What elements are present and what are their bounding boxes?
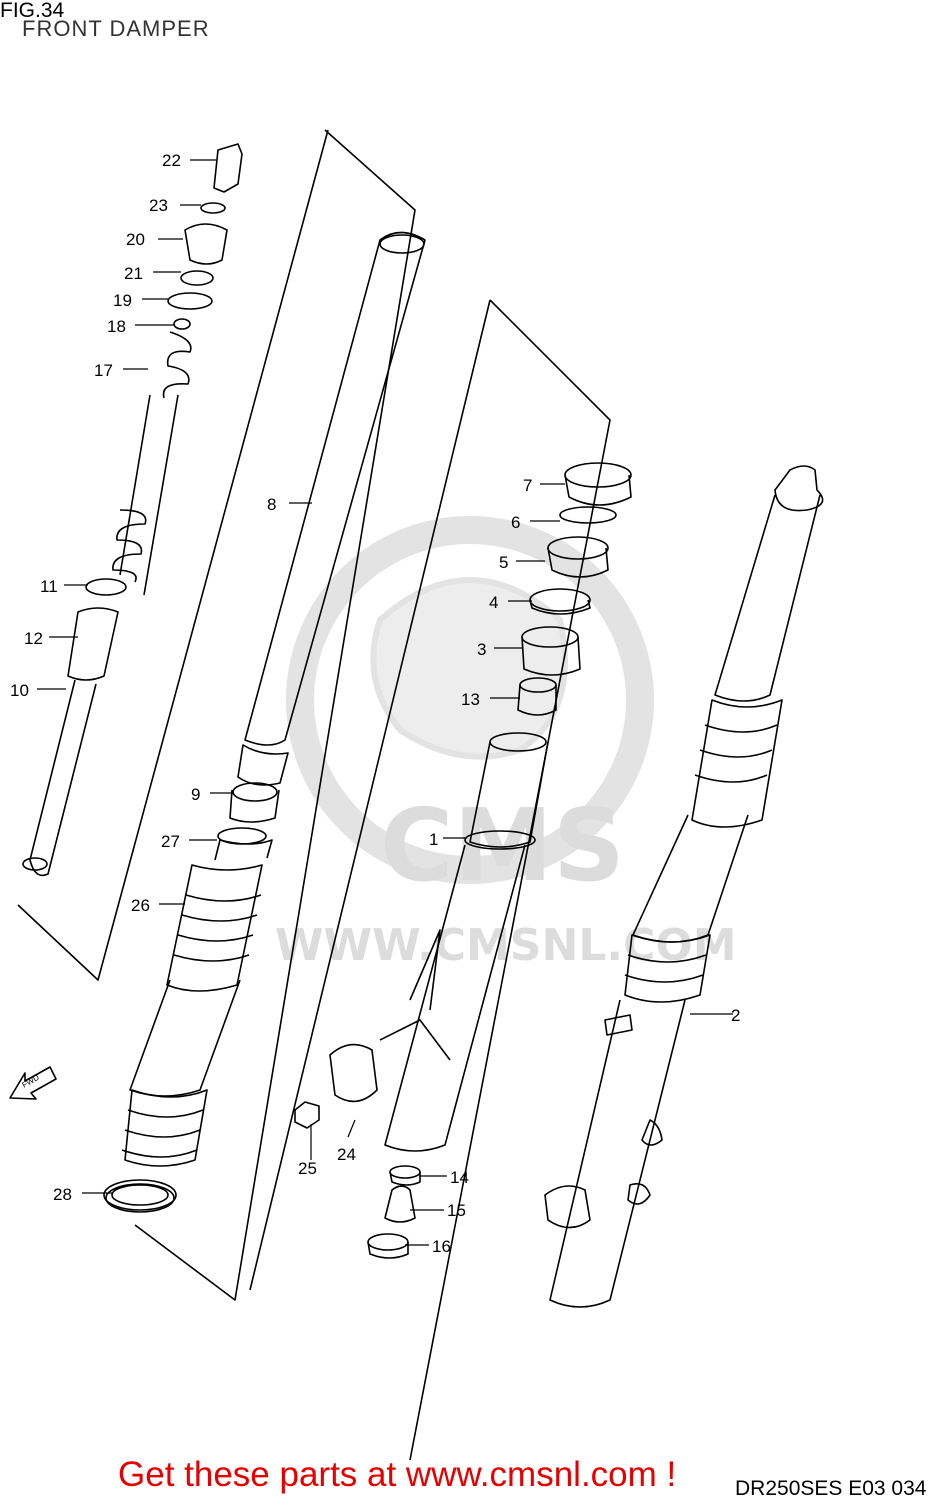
watermark-brand: CMS [380, 787, 625, 904]
figure-title: FRONT DAMPER [22, 16, 210, 41]
callout-20: 20 [126, 230, 145, 249]
callout-2: 2 [731, 1006, 740, 1025]
callout-27: 27 [161, 832, 180, 851]
callout-6: 6 [511, 513, 520, 532]
callout-5: 5 [499, 553, 508, 572]
callout-9: 9 [191, 785, 200, 804]
callout-3: 3 [477, 640, 486, 659]
callout-21: 21 [124, 264, 143, 283]
callout-15: 15 [447, 1201, 466, 1220]
callout-18: 18 [107, 317, 126, 336]
fwd-arrow-icon [9, 1066, 57, 1100]
callout-labels: 22 23 20 21 19 18 17 8 7 6 5 4 3 13 11 1… [10, 151, 740, 1256]
callout-26: 26 [131, 896, 150, 915]
frame-left [134, 129, 416, 1301]
callout-25: 25 [298, 1159, 317, 1178]
callout-17: 17 [94, 361, 113, 380]
frame-left-top [17, 129, 329, 981]
left-dust-boot [103, 864, 263, 1211]
seal-stack [517, 462, 632, 716]
small-parts [105, 1043, 421, 1259]
callout-14: 14 [450, 1168, 469, 1187]
callout-24: 24 [337, 1145, 356, 1164]
callout-23: 23 [149, 196, 168, 215]
inner-tube [379, 732, 549, 1152]
callout-12: 12 [24, 629, 43, 648]
damper-rod-assembly [22, 143, 243, 877]
frame-right [409, 299, 611, 1461]
frame-right-inner [249, 299, 491, 1291]
leader-lines [37, 159, 733, 1246]
outer-tube [214, 231, 426, 861]
callout-8: 8 [267, 495, 276, 514]
watermark-ring [286, 516, 654, 884]
callout-16: 16 [432, 1237, 451, 1256]
figure-number: FIG.34 [0, 0, 65, 22]
callout-28: 28 [53, 1185, 72, 1204]
diagram-code: DR250SES E03 034 [735, 1477, 927, 1500]
callout-7: 7 [523, 476, 532, 495]
get-parts-link[interactable]: Get these parts at www.cmsnl.com ! [118, 1455, 677, 1494]
callout-4: 4 [489, 593, 498, 612]
callout-10: 10 [10, 681, 29, 700]
callout-1: 1 [429, 830, 438, 849]
right-fork-leg [544, 465, 824, 1308]
callout-19: 19 [113, 291, 132, 310]
callout-22: 22 [162, 151, 181, 170]
callout-11: 11 [40, 577, 58, 596]
callout-13: 13 [461, 690, 480, 709]
